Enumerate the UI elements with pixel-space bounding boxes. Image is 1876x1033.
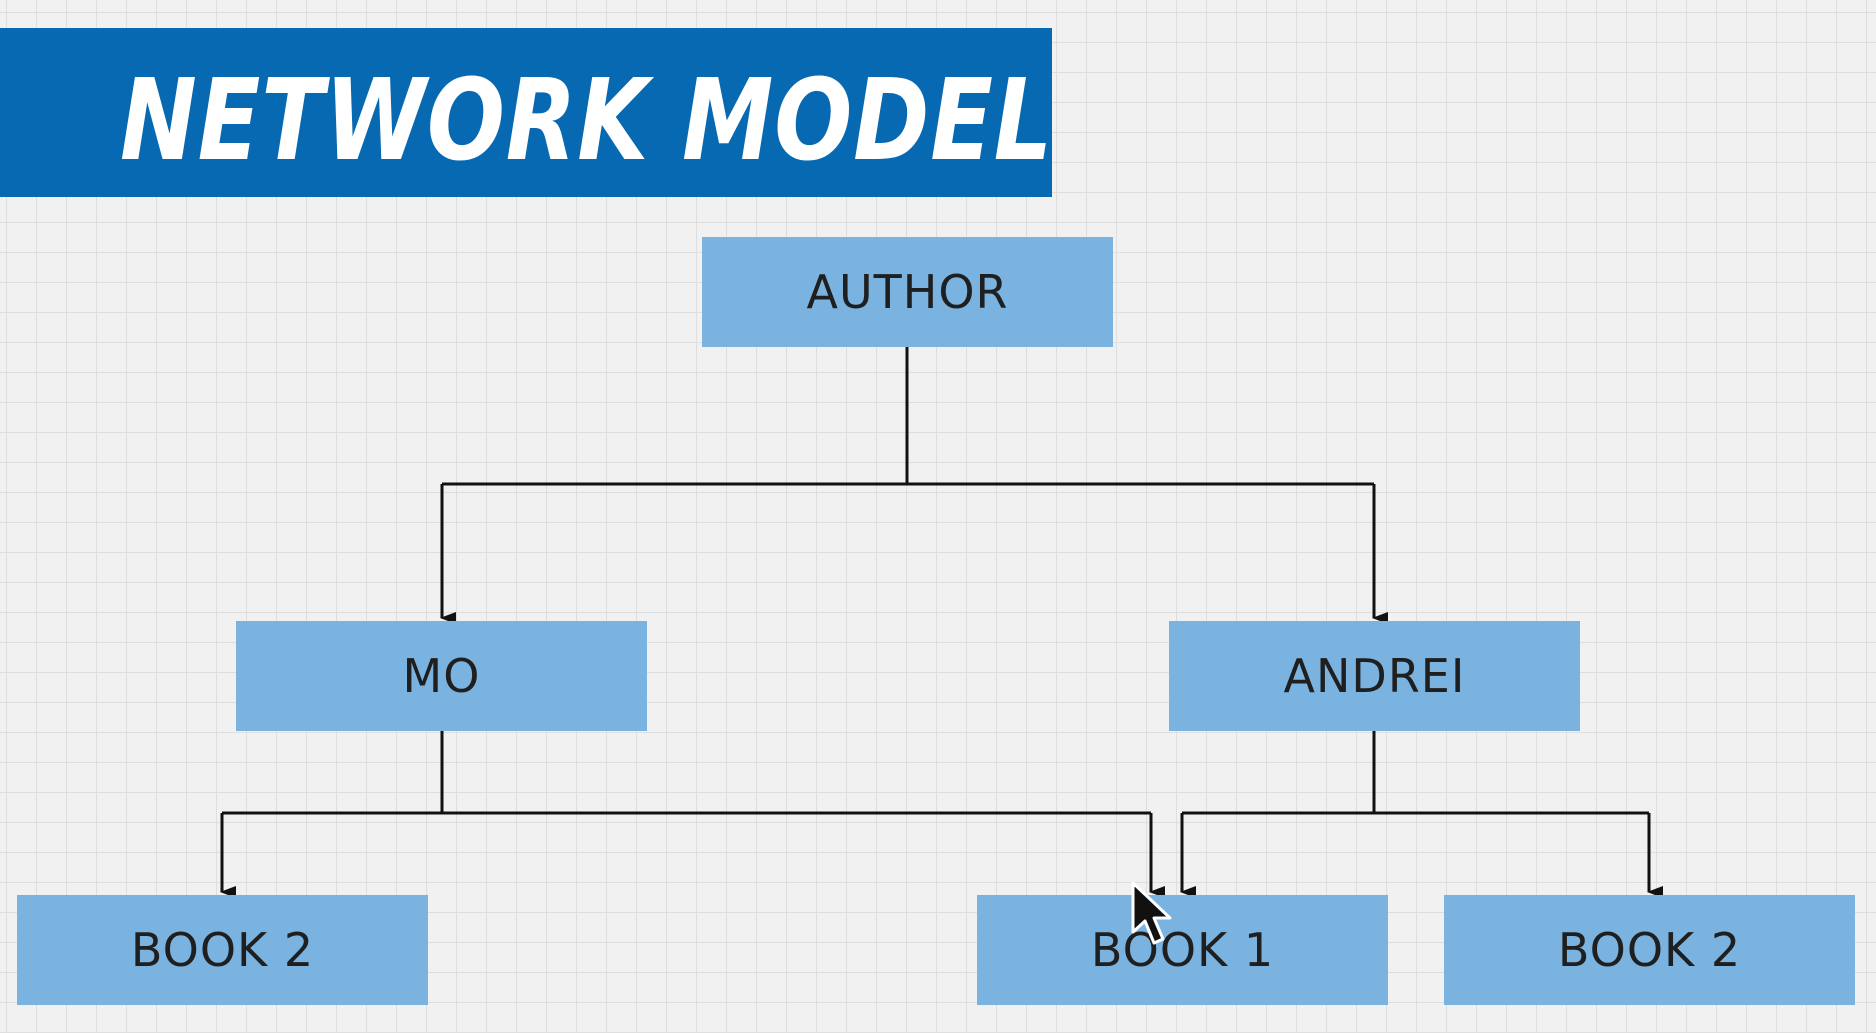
node-book2-right: BOOK 2 <box>1444 895 1855 1005</box>
node-author: AUTHOR <box>702 237 1113 347</box>
node-andrei-label: ANDREI <box>1283 649 1466 703</box>
node-mo-label: MO <box>402 649 481 703</box>
node-book2-left: BOOK 2 <box>17 895 428 1005</box>
diagram-title: NETWORK MODEL <box>120 56 1054 186</box>
node-mo: MO <box>236 621 647 731</box>
node-book2-right-label: BOOK 2 <box>1557 923 1742 977</box>
mouse-pointer-icon <box>1131 881 1172 945</box>
title-banner: NETWORK MODEL <box>0 28 1052 197</box>
node-andrei: ANDREI <box>1169 621 1580 731</box>
node-book2-left-label: BOOK 2 <box>130 923 315 977</box>
node-book1-label: BOOK 1 <box>1090 923 1275 977</box>
node-book1: BOOK 1 <box>977 895 1388 1005</box>
node-author-label: AUTHOR <box>806 265 1009 319</box>
